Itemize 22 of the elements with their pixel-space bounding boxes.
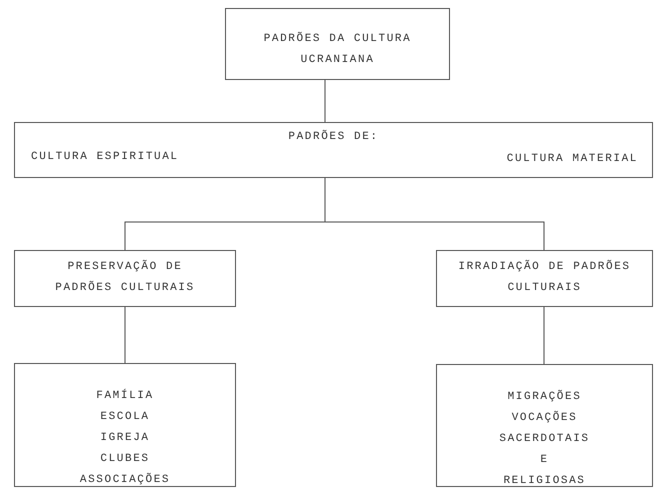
box-label: IRRADIAÇÃO DE PADRÕES CULTURAIS bbox=[457, 258, 632, 296]
text-box bbox=[14, 250, 236, 307]
text-box bbox=[225, 8, 450, 80]
text-box bbox=[14, 363, 236, 487]
connector-line bbox=[324, 178, 544, 250]
text-box bbox=[436, 250, 653, 307]
text-box bbox=[14, 122, 653, 178]
list-item: IGREJA bbox=[100, 431, 150, 446]
list-item: MIGRAÇÕES bbox=[508, 388, 582, 405]
box-label: CULTURA MATERIAL bbox=[506, 152, 638, 167]
list-item: ASSOCIAÇÕES bbox=[80, 472, 170, 488]
connector-line bbox=[324, 80, 326, 122]
box-label: PADRÕES DA CULTURA UCRANIANA bbox=[262, 30, 412, 68]
list-item: FAMÍLIA bbox=[96, 388, 154, 404]
box-label: PRESERVAÇÃO DE PADRÕES CULTURAIS bbox=[54, 258, 196, 296]
list-item: ESCOLA bbox=[100, 410, 150, 425]
list-item: CLUBES bbox=[100, 452, 150, 467]
box-label: PADRÕES DE: bbox=[287, 128, 380, 145]
list-item: VOCAÇÕES SACERDOTAIS E RELIGIOSAS bbox=[499, 410, 590, 488]
box-label: CULTURA ESPIRITUAL bbox=[31, 150, 179, 165]
connector-line bbox=[124, 306, 126, 364]
text-box bbox=[436, 364, 653, 487]
